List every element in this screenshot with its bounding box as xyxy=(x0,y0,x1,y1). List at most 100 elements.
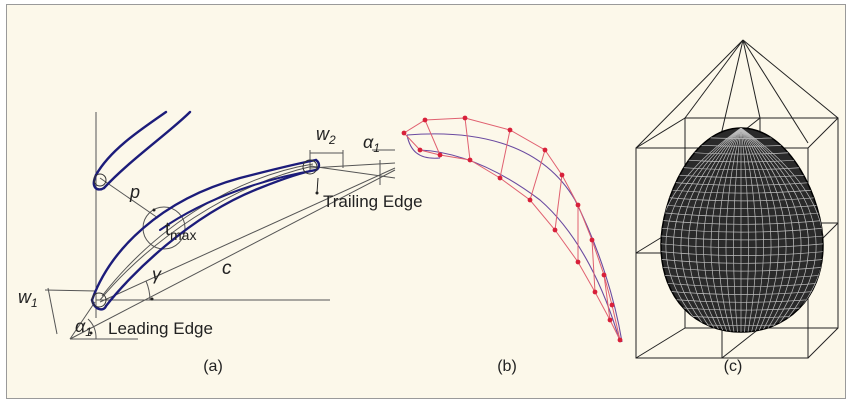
pyramid-edge xyxy=(742,39,761,119)
lattice-edge xyxy=(721,327,761,359)
lattice-edge xyxy=(635,117,686,149)
mesh-latitude-line xyxy=(661,196,823,202)
mesh-longitude-line xyxy=(740,128,772,332)
mesh-latitude-line xyxy=(661,219,823,225)
stagger-angle-label: γ xyxy=(152,264,162,284)
pyramid-edge xyxy=(742,39,839,119)
lattice-edge xyxy=(807,327,839,359)
w1-label: w1 xyxy=(18,287,38,310)
alpha1-marker xyxy=(89,331,93,335)
control-point xyxy=(552,227,558,233)
control-point xyxy=(601,272,607,278)
mesh-latitude-line xyxy=(661,211,823,217)
chord-label: c xyxy=(222,258,232,279)
mesh-latitude-line xyxy=(661,227,823,233)
w2-label: w2 xyxy=(316,124,336,147)
mesh-longitude-line xyxy=(740,128,757,332)
pitch-line xyxy=(99,177,159,219)
chord-line xyxy=(99,167,396,303)
control-link-5 xyxy=(554,174,563,231)
leading-edge-label: Leading Edge xyxy=(108,319,213,338)
mesh-longitude-line xyxy=(695,128,742,332)
alpha1-bottom-label: α1 xyxy=(75,316,92,339)
mesh-longitude-line xyxy=(740,128,809,332)
mesh-longitude-line xyxy=(733,128,742,332)
leading-edge-circle xyxy=(91,292,107,308)
mesh-longitude-line xyxy=(725,128,742,332)
main-blade-pressure-side xyxy=(104,168,318,308)
pyramid-edge xyxy=(684,39,744,119)
control-link-8 xyxy=(603,274,611,321)
lattice-edge xyxy=(635,327,686,359)
control-point xyxy=(437,152,443,158)
mesh-latitude-line xyxy=(661,235,823,241)
control-point xyxy=(422,117,428,123)
control-point xyxy=(527,197,533,203)
caption-b: (b) xyxy=(497,358,517,375)
caption-c: (c) xyxy=(724,358,743,375)
control-point xyxy=(467,157,473,163)
control-point xyxy=(609,302,615,308)
control-link-4 xyxy=(529,149,546,201)
control-point xyxy=(559,172,565,178)
mesh-longitude-line xyxy=(710,128,742,332)
mesh-longitude-line xyxy=(740,128,779,332)
blade-upper-curve xyxy=(406,133,623,343)
mesh-longitude-line xyxy=(740,128,749,332)
alpha1-top-label: α1 xyxy=(363,132,380,155)
mesh-longitude-line xyxy=(740,128,802,332)
panel-c-lattice-mesh: (c) xyxy=(635,39,839,375)
caption-a: (a) xyxy=(203,358,223,375)
gamma-marker xyxy=(150,297,154,301)
trailing-edge-circle xyxy=(302,159,318,175)
blade-leading-curve xyxy=(406,134,441,159)
main-blade-suction-side xyxy=(90,158,318,302)
mesh-latitude-line xyxy=(661,250,823,256)
control-link-3 xyxy=(499,129,511,179)
mesh-longitude-line xyxy=(740,128,764,332)
mesh-longitude-line xyxy=(680,128,742,332)
camber-line-lower xyxy=(99,165,314,301)
trailing-camber-extension xyxy=(309,162,396,169)
control-point xyxy=(542,147,548,153)
panel-b-control-polygon: (b) xyxy=(401,115,623,375)
mesh-latitude-line xyxy=(661,203,823,210)
tmax-marker xyxy=(152,208,156,212)
control-point xyxy=(589,237,595,243)
w1-tick-top xyxy=(44,289,97,292)
mesh-longitude-line xyxy=(718,128,742,332)
trailing-edge-pointer xyxy=(316,177,319,194)
control-polygon-lower xyxy=(403,132,621,341)
upper-leading-edge-circle xyxy=(93,173,107,187)
edge-circles xyxy=(91,159,318,308)
control-link-1 xyxy=(424,119,441,156)
control-point xyxy=(401,130,407,136)
blade-lower-curve xyxy=(419,149,621,343)
control-point xyxy=(575,259,581,265)
control-points xyxy=(401,115,623,343)
control-point xyxy=(592,289,598,295)
control-point xyxy=(607,317,613,323)
mesh-longitude-line xyxy=(688,128,742,332)
mesh-latitude-line xyxy=(661,274,823,280)
mesh-longitude-line xyxy=(740,128,794,332)
blade-curves xyxy=(406,133,623,343)
alpha1-bottom-arc xyxy=(87,318,97,340)
mesh-longitude-line xyxy=(740,128,787,332)
camber-line-upper xyxy=(101,163,314,297)
control-point xyxy=(417,147,423,153)
tmax-label: tmax xyxy=(165,219,196,243)
control-point xyxy=(507,127,513,133)
inlet-angle-line xyxy=(69,169,396,340)
control-link-7 xyxy=(591,239,596,293)
control-point xyxy=(497,175,503,181)
trailing-edge-label: Trailing Edge xyxy=(323,192,423,211)
egg-mesh xyxy=(660,127,824,333)
construction-lines xyxy=(44,112,396,340)
mesh-longitude-line xyxy=(703,128,742,332)
mesh-latitude-line xyxy=(661,289,823,295)
control-link-2 xyxy=(464,117,471,161)
control-point xyxy=(575,202,581,208)
trailing-exit-line xyxy=(309,165,396,179)
